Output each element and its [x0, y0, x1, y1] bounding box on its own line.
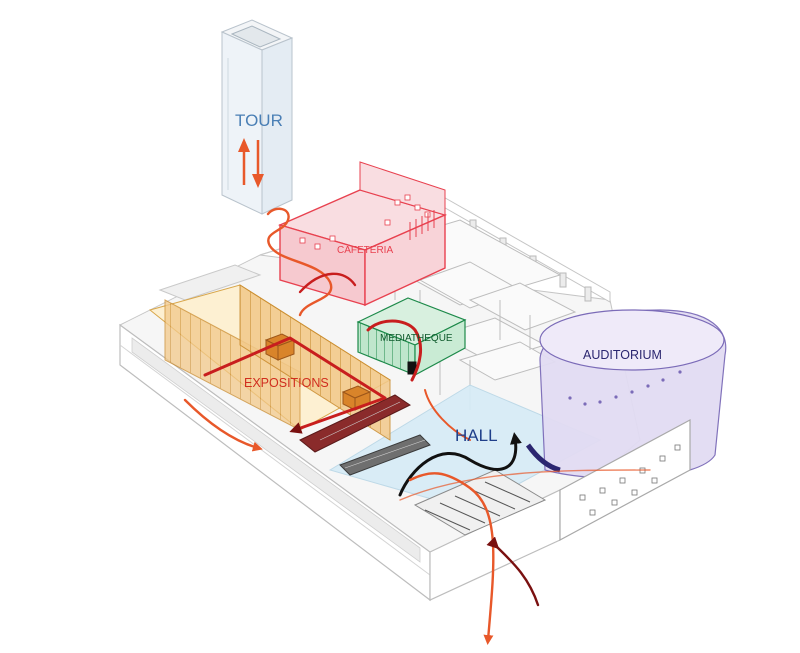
circulation-paths	[183, 207, 651, 645]
stairwell	[413, 469, 547, 536]
mediatheque-room	[356, 297, 467, 377]
label-expositions: EXPOSITIONS	[244, 376, 329, 390]
tower	[220, 19, 294, 215]
auditorium-volume	[525, 309, 727, 480]
label-tour: TOUR	[235, 111, 283, 130]
label-auditorium: AUDITORIUM	[583, 348, 662, 362]
arrow-down-icon	[252, 140, 264, 188]
label-mediatheque: MEDIATHEQUE	[380, 333, 453, 344]
cafeteria-room	[277, 161, 448, 307]
label-hall: HALL	[455, 426, 498, 445]
arrow-up-icon	[238, 138, 250, 185]
escalators	[299, 394, 431, 476]
expositions-room	[148, 284, 391, 441]
label-cafeteria: CAFETERIA	[337, 245, 394, 256]
tower-arrows	[238, 138, 264, 188]
